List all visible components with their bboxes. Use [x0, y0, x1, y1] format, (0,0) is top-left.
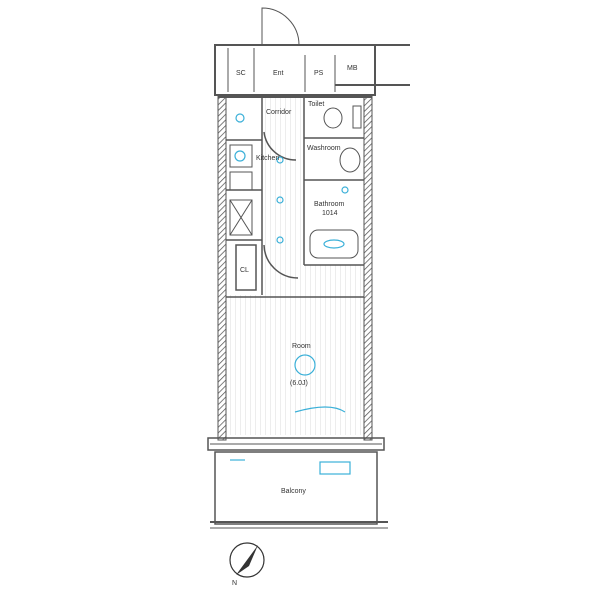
stove-burner	[234, 150, 246, 162]
window-sash	[207, 437, 385, 451]
bathtub	[309, 229, 359, 259]
label-mb: MB	[347, 65, 358, 72]
label-entrance: Ent	[273, 70, 284, 77]
label-bathroom: Bathroom	[314, 201, 345, 208]
corridor-floor	[262, 95, 304, 295]
compass-north-label: N	[232, 580, 237, 587]
label-bathroom-size: 1014	[322, 210, 338, 217]
washbasin	[339, 147, 361, 173]
label-closet: CL	[240, 267, 249, 274]
room-floor	[228, 295, 364, 435]
label-ps: PS	[314, 70, 324, 77]
label-room: Room	[292, 343, 311, 350]
toilet-tank	[352, 105, 362, 129]
label-balcony: Balcony	[281, 488, 306, 495]
stove	[229, 144, 253, 168]
compass-icon	[229, 542, 265, 578]
left-wall	[217, 94, 227, 441]
right-wall	[363, 94, 373, 441]
room-floor-extension	[304, 265, 364, 295]
toilet-fixture	[323, 107, 343, 129]
balcony-area	[214, 451, 378, 525]
electrical-fixtures	[230, 113, 351, 475]
label-washroom: Washroom	[307, 145, 341, 152]
label-corridor: Corridor	[266, 109, 292, 116]
label-kitchen: Kitchen	[256, 155, 279, 162]
label-room-size: (6.0J)	[290, 380, 308, 387]
label-sc: SC	[236, 70, 246, 77]
entrance-door	[261, 7, 300, 46]
top-wall	[218, 95, 372, 98]
sink	[229, 171, 253, 191]
bathtub-drain	[323, 239, 345, 249]
fridge-space	[229, 199, 253, 236]
label-toilet: Toilet	[308, 101, 324, 108]
interior-walls	[226, 98, 364, 298]
